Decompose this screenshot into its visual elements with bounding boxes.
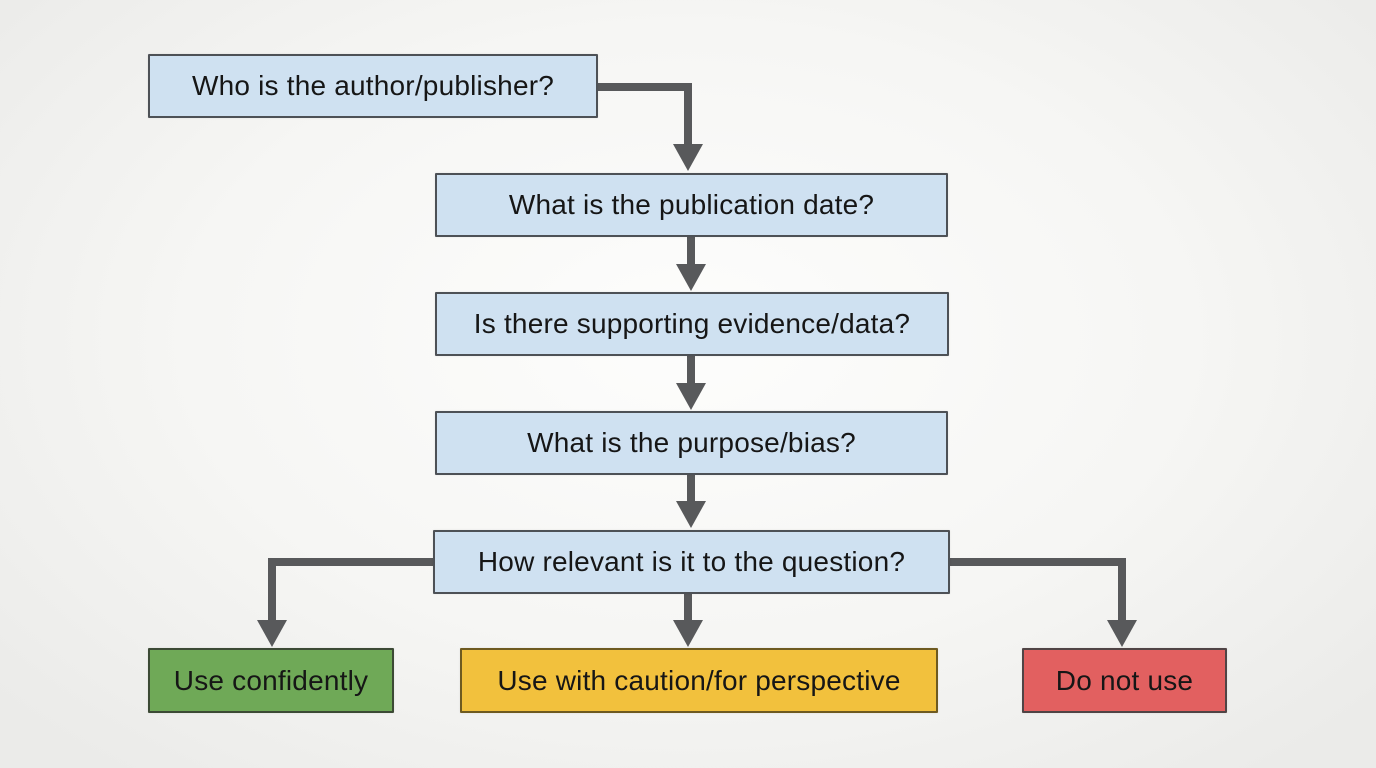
arrow-evidence-to-purpose <box>676 356 706 410</box>
node-use-with-caution-label: Use with caution/for perspective <box>497 664 901 696</box>
arrowhead-icon <box>676 501 706 528</box>
arrowhead-icon <box>676 383 706 410</box>
arrow-author-to-date <box>598 83 703 171</box>
node-author-publisher-label: Who is the author/publisher? <box>191 70 555 101</box>
node-supporting-evidence: Is there supporting evidence/data? <box>435 292 949 356</box>
node-use-with-caution: Use with caution/for perspective <box>460 648 938 713</box>
arrowhead-icon <box>257 620 287 647</box>
node-do-not-use: Do not use <box>1022 648 1227 713</box>
arrow-relevance-to-donotuse <box>950 558 1137 647</box>
node-do-not-use-label: Do not use <box>1055 664 1194 696</box>
arrow-purpose-to-relevance <box>676 475 706 528</box>
node-use-confidently: Use confidently <box>148 648 394 713</box>
node-purpose-bias-label: What is the purpose/bias? <box>527 427 856 458</box>
node-publication-date: What is the publication date? <box>435 173 948 237</box>
node-supporting-evidence-label: Is there supporting evidence/data? <box>473 308 911 339</box>
arrowhead-icon <box>673 620 703 647</box>
arrow-relevance-to-caution <box>673 594 703 647</box>
arrowhead-icon <box>673 144 703 171</box>
arrow-date-to-evidence <box>676 237 706 291</box>
arrow-relevance-to-confidently <box>257 558 433 647</box>
node-relevance-question: How relevant is it to the question? <box>433 530 950 594</box>
node-relevance-question-label: How relevant is it to the question? <box>477 546 906 577</box>
node-author-publisher: Who is the author/publisher? <box>148 54 598 118</box>
node-purpose-bias: What is the purpose/bias? <box>435 411 948 475</box>
node-use-confidently-label: Use confidently <box>173 664 369 696</box>
node-publication-date-label: What is the publication date? <box>508 189 875 220</box>
arrowhead-icon <box>1107 620 1137 647</box>
arrowhead-icon <box>676 264 706 291</box>
